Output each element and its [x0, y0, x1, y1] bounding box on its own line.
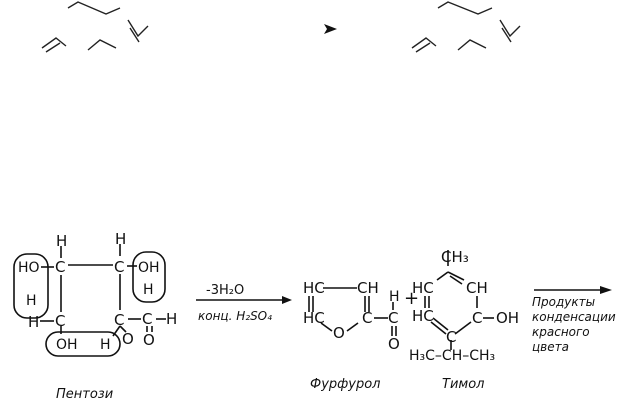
enclosure-bottom-oh-h [45, 331, 121, 357]
pentose-structure: H H HO C C OH H H H C C C H O O OH H Пен… [13, 230, 177, 402]
pentose-h-mid-left: H [26, 293, 37, 309]
furfural-bonds [308, 287, 397, 336]
products-line-3: красного [532, 325, 590, 339]
thymol-ch3: CH₃ [441, 248, 469, 266]
furfural-ch-top: CH [357, 279, 379, 297]
furfural-h-ald: H [389, 289, 400, 305]
products-line-1: Продукты [532, 295, 595, 309]
pentose-c-ald: C [142, 310, 152, 328]
thymol-hc-bottom: HC [412, 307, 434, 325]
schematic-stroke [45, 42, 61, 53]
furfural-structure: HC CH HC C O C H O Фурфурол [303, 279, 400, 392]
furfural-hc-top: HC [303, 279, 325, 297]
pentose-o-ring: O [122, 330, 134, 348]
schematic-stroke [41, 37, 67, 49]
enclosure-left-ho-h [13, 253, 49, 319]
top-arrowhead [324, 24, 337, 34]
thymol-bonds [424, 250, 494, 350]
reaction-loss-label: -3H₂O [206, 283, 244, 298]
furfural-o-ring: O [333, 324, 345, 342]
schematic-stroke [67, 1, 121, 15]
pentose-h-top-left: H [56, 232, 67, 250]
schematic-stroke [87, 39, 117, 51]
products-group: Продукты конденсации красного цвета [532, 286, 616, 354]
enclosure-right-oh-h [132, 251, 166, 303]
pentose-h-bottom: H [100, 337, 111, 353]
schematic-stroke [411, 37, 437, 49]
thymol-hc-top: HC [412, 279, 434, 297]
furfural-label: Фурфурол [310, 377, 380, 392]
pentose-o-ald: O [143, 331, 155, 349]
products-line-4: цвета [532, 340, 569, 354]
top-right-schematic [411, 1, 521, 53]
products-arrowhead [600, 286, 612, 294]
pentose-c-bottom-left: C [55, 312, 65, 330]
pentose-c-top-left: C [55, 258, 65, 276]
thymol-isopropyl: H₃C–CH–CH₃ [409, 348, 495, 364]
pentose-oh-right: OH [138, 260, 160, 276]
products-line-2: конденсации [532, 310, 616, 324]
schematic-stroke [415, 42, 431, 53]
pentose-c-bottom-right: C [114, 311, 124, 329]
pentose-oh-left: HO [18, 260, 40, 276]
thymol-label: Тимол [442, 377, 484, 392]
pentose-label: Пентози [56, 387, 113, 402]
furfural-o-ald: O [388, 335, 400, 353]
thymol-oh: OH [496, 309, 519, 327]
pentose-h-bottom-left: H [28, 313, 39, 331]
reaction-arrowhead [282, 296, 292, 304]
thymol-c-oh: C [472, 309, 482, 327]
pentose-oh-bottom: OH [56, 337, 78, 353]
schematic-stroke [501, 27, 512, 43]
furfural-c-ald: C [388, 309, 398, 327]
schematic-stroke [129, 27, 140, 43]
pentose-c-top-right: C [114, 258, 124, 276]
thymol-c-bottom: C [446, 328, 456, 346]
plus-sign: + [404, 288, 419, 309]
reaction-reagent-label: конц. H₂SO₄ [198, 309, 272, 323]
furfural-c-right: C [362, 309, 372, 327]
thymol-structure: CH₃ HC CH HC C OH C H₃C–CH–CH₃ Тимол [409, 248, 519, 392]
pentose-h-mid-right: H [143, 282, 154, 298]
thymol-ch-top: CH [466, 279, 488, 297]
furfural-hc-bottom: HC [303, 309, 325, 327]
pentose-h-ald: H [166, 310, 177, 328]
schematic-stroke [499, 19, 521, 38]
pentose-bonds [40, 244, 166, 337]
schematic-stroke [457, 39, 487, 51]
reaction-arrow-group: -3H₂O конц. H₂SO₄ [196, 283, 292, 323]
pentose-h-top-right: H [115, 230, 126, 248]
schematic-stroke [127, 19, 149, 38]
top-left-schematic [41, 1, 149, 53]
schematic-stroke [437, 1, 493, 15]
